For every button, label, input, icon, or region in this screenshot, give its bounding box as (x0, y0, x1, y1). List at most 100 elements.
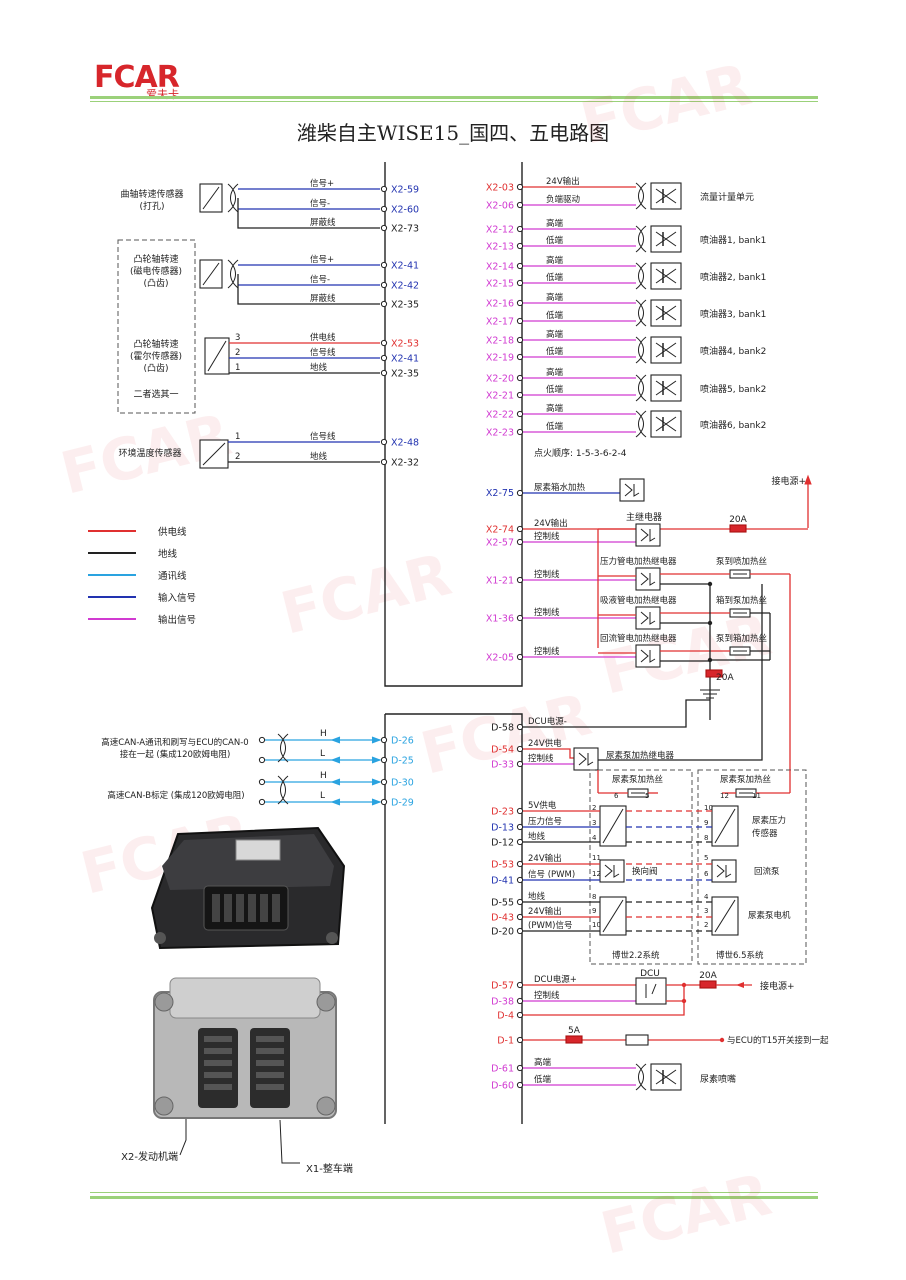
arrow-icon (736, 982, 744, 988)
pin-terminal (516, 760, 524, 768)
pin-terminal (380, 339, 388, 347)
crank-sensor-label: 曲轴转速传感器 (120, 188, 183, 200)
photo-label-x2: X2-发动机端 (121, 1150, 178, 1163)
ecu-pin-label: X2-73 (391, 224, 419, 235)
wire-label: 负端驱动 (546, 194, 581, 205)
actuator-label: 喷油器3, bank1 (700, 308, 766, 320)
pin-terminal (516, 428, 524, 436)
sensor-symbol (207, 340, 227, 372)
sensor-symbol (202, 442, 226, 466)
ecu-pin-label: X2-42 (391, 281, 419, 292)
legend-label: 地线 (158, 548, 178, 560)
wire-label: 高端 (546, 329, 564, 340)
wire-label: 24V输出 (546, 176, 580, 187)
ecu-pin-label: D-38 (491, 997, 514, 1008)
injector-symbol (655, 416, 677, 432)
connector-pin-number: 12 (720, 792, 729, 800)
relay-symbol (604, 864, 620, 878)
junction-dot (719, 1037, 725, 1043)
valve-label: 换向阀 (632, 866, 658, 877)
ecu-pin-label: X2-05 (486, 653, 514, 664)
actuator-twisted-icon (635, 225, 647, 253)
relay-label: 主继电器 (626, 511, 662, 523)
dcu-relay-symbol (645, 983, 657, 998)
heater-label: 泵到喷加热丝 (716, 556, 768, 567)
can-a-label: 接在一起 (集成120欧姆电阻) (120, 749, 231, 760)
fuse-label: 5A (568, 1026, 581, 1036)
pump-label: 回流泵 (754, 866, 780, 877)
footer-rule-thin (90, 1192, 818, 1193)
pin-terminal (516, 981, 524, 989)
pin-terminal (516, 860, 524, 868)
sensor-symbol (202, 262, 220, 286)
pin-terminal (516, 336, 524, 344)
ecu-pin-label: X2-06 (486, 201, 514, 212)
pin-terminal (516, 374, 524, 382)
wire-label: 控制线 (534, 569, 560, 580)
ecu-pin-label: D-4 (497, 1011, 514, 1022)
relay-symbol (716, 864, 732, 878)
pin-terminal (380, 438, 388, 446)
relay-out (598, 584, 763, 761)
connector-pin-number: 6 (614, 792, 619, 800)
wire-label: 高端 (546, 255, 564, 266)
wire-label: 24V输出 (528, 853, 562, 864)
wire-label: 24V输出 (534, 518, 568, 529)
ecu-pin-label: D-30 (391, 778, 414, 789)
connector-pin-number: 8 (592, 893, 596, 901)
wire-label: DCU电源- (528, 716, 567, 727)
can-arrow-icon (330, 736, 341, 744)
wire-label: 地线 (310, 362, 328, 373)
connector-pin-number: 9 (704, 819, 708, 827)
fuse-20a-icon (699, 980, 717, 989)
sensor-symbol (602, 899, 624, 933)
wire-label: (PWM)信号 (528, 920, 573, 931)
ecu-pin-label: D-13 (491, 823, 514, 834)
ecu-pin-label: X2-41 (391, 261, 419, 272)
pin-terminal (516, 353, 524, 361)
relay-label: 压力管电加热继电器 (600, 556, 677, 567)
wire-label: 信号 (PWM) (528, 869, 575, 880)
heater-label: 尿素泵加热丝 (720, 774, 772, 785)
can-arrow-icon (330, 756, 341, 764)
wire-label: 控制线 (534, 990, 560, 1001)
pin-terminal (380, 354, 388, 362)
pin-terminal (380, 458, 388, 466)
can-line-label: H (320, 771, 327, 781)
pin-terminal (516, 201, 524, 209)
can-line-label: L (320, 791, 325, 801)
ecu-pin-label: D-61 (491, 1064, 514, 1075)
power-in-label: 接电源+ (771, 475, 806, 487)
legend-label: 输出信号 (158, 614, 196, 626)
pressure-sensor-label: 传感器 (752, 828, 778, 839)
pin-terminal (516, 299, 524, 307)
injector-icon (650, 182, 682, 210)
legend-label: 通讯线 (158, 570, 187, 582)
ecu-pin-label: D-58 (491, 723, 514, 734)
pin-terminal (380, 261, 388, 269)
ecu-pin-label: X2-35 (391, 300, 419, 311)
choose-one-box (117, 239, 196, 414)
pin-number: 3 (235, 333, 240, 343)
relay-symbol (640, 528, 656, 542)
junction-dot (707, 620, 713, 626)
twisted-pair-icon (227, 259, 239, 289)
twisted-pair-icon (635, 1063, 647, 1091)
wire-label: 高端 (546, 403, 564, 414)
twisted-pair-icon (227, 183, 239, 213)
connector-pin-number: 11 (592, 854, 601, 862)
ecu-pin-label: X2-20 (486, 374, 514, 385)
wire-label: 5V供电 (528, 800, 557, 811)
wire-label: 控制线 (534, 646, 560, 657)
actuator-twisted-icon (635, 262, 647, 290)
ecu-pin-label: X2-21 (486, 391, 514, 402)
logo-wordmark: FCAR (94, 60, 180, 95)
pin-terminal (516, 489, 524, 497)
pin-terminal (516, 1064, 524, 1072)
ecu-pin-label: D-23 (491, 807, 514, 818)
header-rule-top (90, 96, 818, 99)
ecu-pin-label: X2-41 (391, 354, 419, 365)
cam-mag-label: 凸轮轴转速 (133, 253, 178, 265)
actuator-twisted-icon (635, 410, 647, 438)
cam-hall-label: (凸齿) (143, 363, 168, 374)
